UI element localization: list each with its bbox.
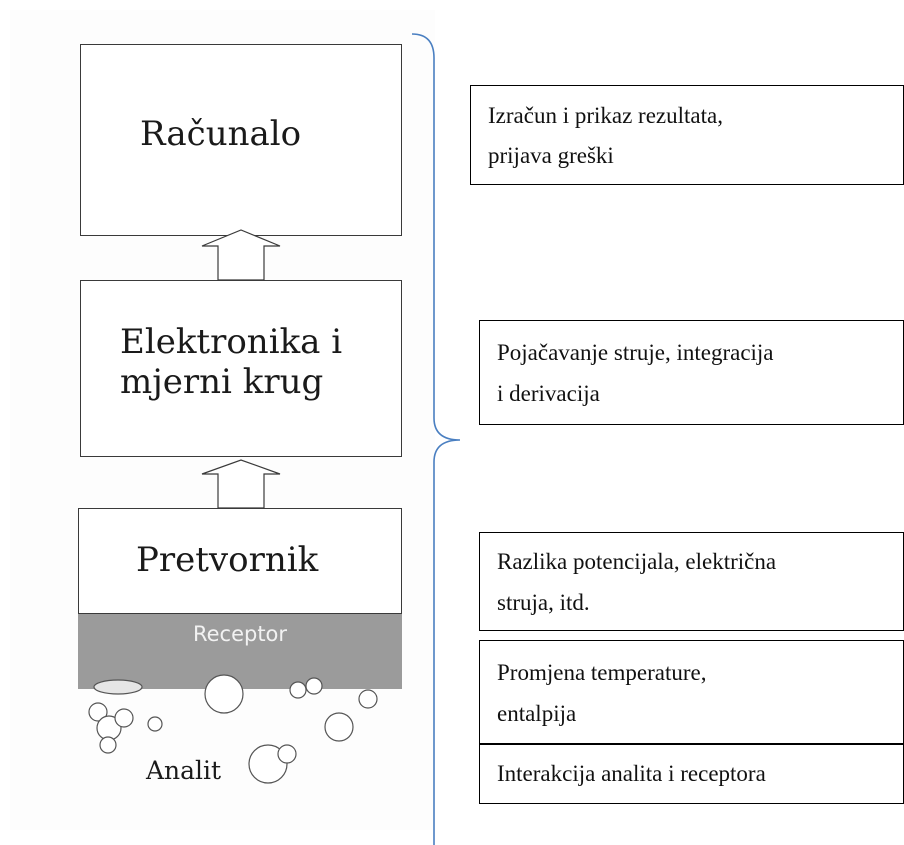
computer-description-box xyxy=(470,85,904,185)
receptor-description-box xyxy=(479,640,904,744)
electronics-description-box xyxy=(479,320,904,425)
receptor-label: Receptor xyxy=(192,622,288,646)
computer-description-line2: prijava greški xyxy=(488,143,614,168)
receptor-description-line1: Promjena temperature, xyxy=(497,660,707,685)
computer-label: Računalo xyxy=(140,114,302,154)
receptor-description-line2: entalpija xyxy=(497,701,577,726)
computer-box xyxy=(80,44,402,236)
analyte-label: Analit xyxy=(146,756,222,785)
transducer-description-box xyxy=(479,532,904,631)
receptor-layer: Receptor xyxy=(78,614,402,689)
arrow-up-icon xyxy=(201,229,281,281)
transducer-label: Pretvornik xyxy=(136,540,319,580)
arrow-up-icon xyxy=(201,459,281,509)
electronics-description-line1: Pojačavanje struje, integracija xyxy=(497,340,774,365)
computer-description-line1: Izračun i prikaz rezultata, xyxy=(488,103,723,128)
analyte-description-line1: Interakcija analita i receptora xyxy=(497,761,766,786)
analyte-molecules xyxy=(88,674,378,784)
electronics-label-line1: Elektronika i xyxy=(120,322,343,362)
electronics-label-line2: mjerni krug xyxy=(120,362,324,402)
transducer-description-line2: struja, itd. xyxy=(497,590,590,615)
transducer-description-line1: Razlika potencijala, električna xyxy=(497,549,777,574)
electronics-description-line2: i derivacija xyxy=(497,381,600,406)
curly-bracket xyxy=(411,33,461,845)
transducer-box xyxy=(78,508,402,614)
